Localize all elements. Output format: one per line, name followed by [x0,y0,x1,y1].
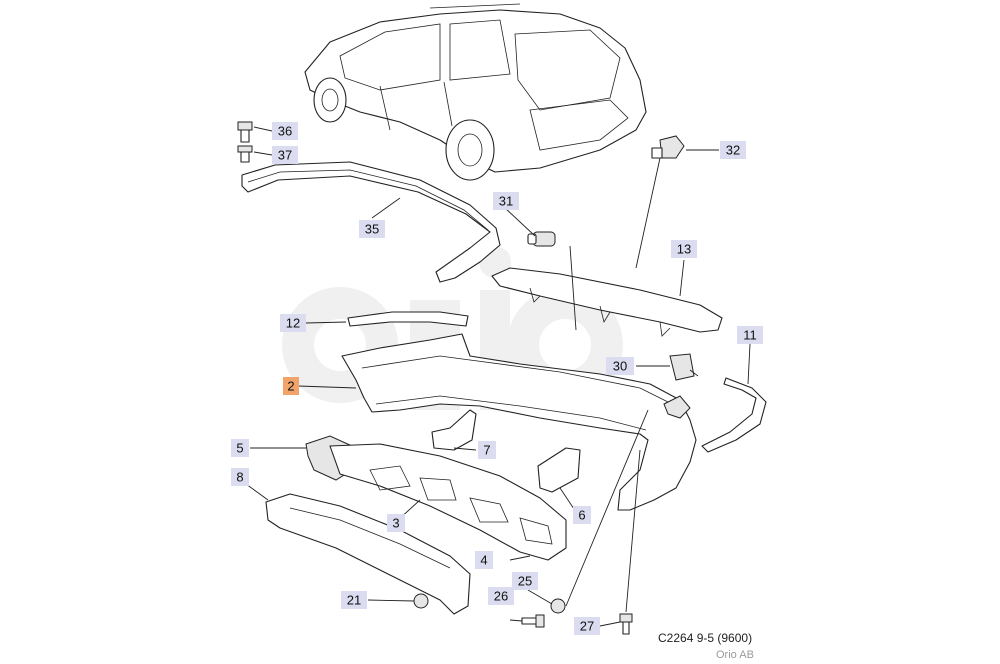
svg-text:25: 25 [518,574,532,589]
callout-7: 7 [478,441,496,459]
callout-27: 27 [574,617,600,635]
car-illustration [304,3,647,181]
part-6-bracket [537,447,581,493]
svg-text:32: 32 [726,143,740,158]
part-30-bracket [669,353,699,381]
callout-13: 13 [671,240,697,258]
clip-37 [237,145,253,163]
callout-2: 2 [283,377,299,395]
svg-text:13: 13 [677,242,691,257]
screw-26 [521,614,545,628]
svg-text:37: 37 [278,148,292,163]
callout-12: 12 [280,314,306,332]
callout-5: 5 [231,439,249,457]
svg-text:27: 27 [580,619,594,634]
callout-37: 37 [272,146,298,164]
leader-lines [245,126,751,627]
callout-25: 25 [512,572,538,590]
part-12-strip [347,311,469,327]
nut-25 [550,598,566,614]
svg-text:7: 7 [483,443,490,458]
diagram-caption: C2264 9-5 (9600) [658,631,752,645]
part-13-upper-bracket [491,267,723,337]
part-8-reinforcement-beam [265,493,471,615]
part-35-trim-strip [241,161,501,283]
svg-text:8: 8 [236,470,243,485]
callout-32: 32 [720,141,746,159]
svg-text:30: 30 [613,359,627,374]
part-11-side-strip [701,377,767,453]
callout-31: 31 [493,192,519,210]
part-31-clip [527,231,556,247]
callout-30: 30 [606,357,634,375]
svg-text:26: 26 [494,589,508,604]
callout-6: 6 [573,506,591,524]
svg-text:2: 2 [287,379,294,394]
svg-text:31: 31 [499,194,513,209]
bolt-36 [237,121,253,143]
svg-text:35: 35 [365,222,379,237]
callout-21: 21 [341,591,367,609]
callout-36: 36 [272,122,298,140]
callout-3: 3 [387,514,405,532]
part-3-energy-absorber [329,443,567,561]
callout-8: 8 [231,468,249,486]
nut-21 [413,593,429,609]
svg-text:4: 4 [480,553,487,568]
svg-text:21: 21 [347,593,361,608]
svg-text:6: 6 [578,508,585,523]
part-7-bracket [431,409,477,451]
callout-35: 35 [359,220,385,238]
svg-text:3: 3 [392,516,399,531]
part-32-sensor [651,135,685,159]
callout-4: 4 [475,551,493,569]
svg-text:5: 5 [236,441,243,456]
svg-text:11: 11 [743,328,757,343]
screw-27 [619,613,633,635]
svg-text:12: 12 [286,316,300,331]
part-2-bumper-cover [341,333,697,511]
callout-26: 26 [488,587,514,605]
callout-11: 11 [737,326,763,344]
diagram-credit: Orio AB [716,649,754,661]
svg-text:36: 36 [278,124,292,139]
